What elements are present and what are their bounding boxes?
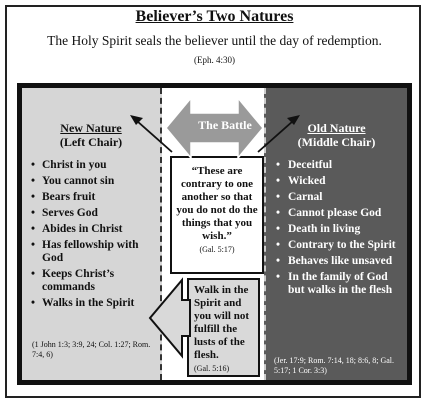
old-nature-heading: Old Nature (Middle Chair) <box>266 121 407 149</box>
diagram-title: Believer’s Two Natures <box>135 8 294 25</box>
list-item: •Bears fruit <box>31 191 96 203</box>
subtitle-text: The Holy Spirit seals the believer until… <box>47 33 382 48</box>
list-item: •Behaves like unsaved <box>276 255 393 267</box>
subtitle-ref: (Eph. 4:30) <box>194 55 235 65</box>
list-item: •Carnal <box>276 191 323 203</box>
old-nature-subtitle: (Middle Chair) <box>297 135 376 149</box>
old-nature-refs: (Jer. 17:9; Rom. 7:14, 18; 8:6, 8; Gal. … <box>274 356 394 375</box>
new-nature-list: •Christ in you •You cannot sin •Bears fr… <box>22 159 160 310</box>
list-item: •Walks in the Spirit <box>31 297 135 309</box>
list-item: •You cannot sin <box>31 175 115 187</box>
new-nature-refs: (1 John 1:3; 3:9, 24; Col. 1:27; Rom. 7:… <box>32 340 151 359</box>
quote-text: “These are contrary to one another so th… <box>176 165 258 242</box>
new-nature-subtitle: (Left Chair) <box>59 135 123 149</box>
list-item: •Contrary to the Spirit <box>276 239 396 251</box>
new-nature-column: New Nature (Left Chair) •Christ in you •… <box>22 88 162 380</box>
battle-label: The Battle <box>198 118 252 132</box>
quote-ref: (Gal. 5:17) <box>199 245 235 254</box>
list-item: •Has fellowship with God <box>31 239 139 264</box>
old-nature-title: Old Nature <box>307 121 366 135</box>
list-item: •Abides in Christ <box>31 223 123 235</box>
old-nature-column: Old Nature (Middle Chair) •Deceitful •Wi… <box>264 88 407 380</box>
quote-box: “These are contrary to one another so th… <box>170 156 264 274</box>
list-item: •Wicked <box>276 175 326 187</box>
walk-text: Walk in the Spirit and you will not fulf… <box>194 284 250 361</box>
outer-frame <box>5 5 421 398</box>
list-item: •Christ in you <box>31 159 107 171</box>
list-item: •Cannot please God <box>276 207 382 219</box>
list-item: •Keeps Christ’s commands <box>31 268 115 293</box>
walk-ref: (Gal. 5:16) <box>194 364 230 373</box>
diagram-subtitle: The Holy Spirit seals the believer until… <box>40 32 389 69</box>
list-item: •Serves God <box>31 207 98 219</box>
new-nature-heading: New Nature (Left Chair) <box>22 121 160 149</box>
list-item: •Death in living <box>276 223 361 235</box>
list-item: •In the family of God but walks in the f… <box>276 271 393 296</box>
walk-box: Walk in the Spirit and you will not fulf… <box>187 278 260 377</box>
list-item: •Deceitful <box>276 159 333 171</box>
new-nature-title: New Nature <box>60 121 122 135</box>
old-nature-list: •Deceitful •Wicked •Carnal •Cannot pleas… <box>266 159 407 297</box>
